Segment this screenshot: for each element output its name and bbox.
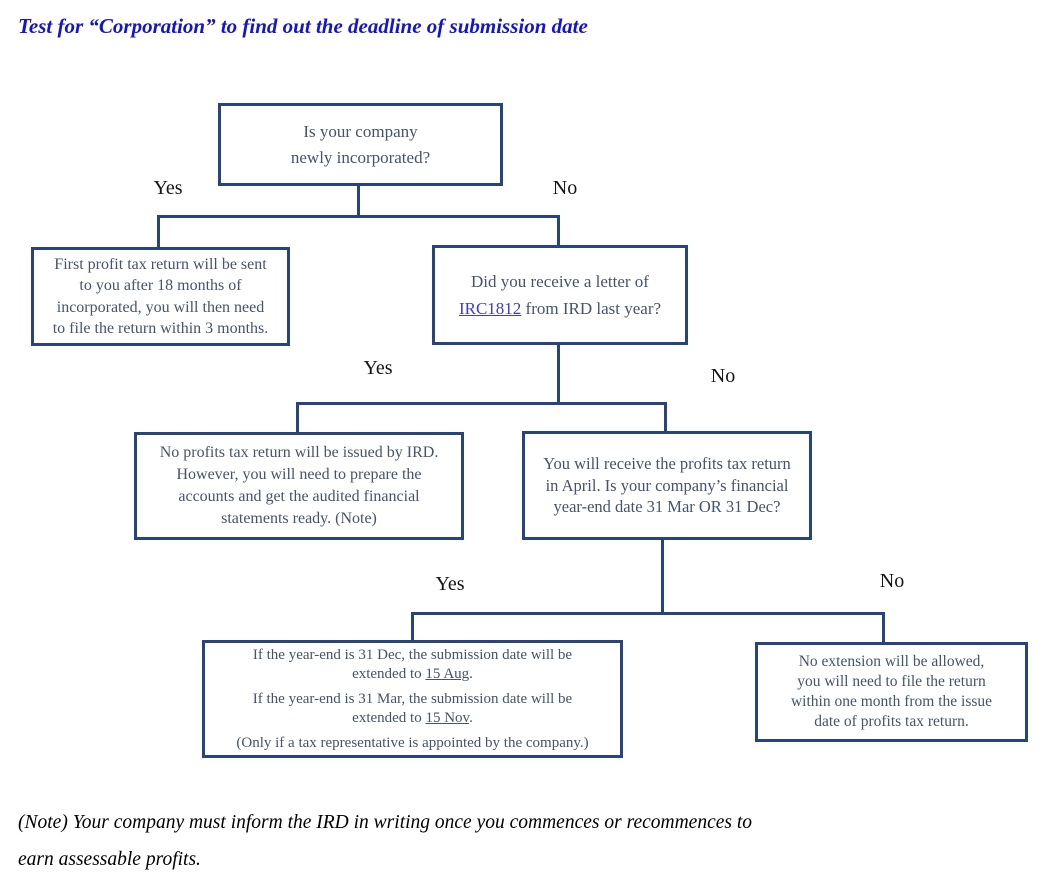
box-text-line: incorporated, you will then need (56, 298, 265, 316)
connector-drop-2-no (664, 402, 667, 433)
box-text-line-rest: from IRD last year? (521, 299, 662, 318)
box-text-line: to file the return within 3 months. (52, 320, 269, 337)
branch-label-no-1: No (552, 177, 578, 199)
box-text-line: However, you will need to prepare the (176, 466, 422, 483)
box-text-line: within one month from the issue (790, 693, 993, 710)
extension-paragraph-mar: If the year-end is 31 Mar, the submissio… (253, 690, 572, 728)
connector-drop-2-yes (296, 402, 299, 434)
result-box-extension-dates: If the year-end is 31 Dec, the submissio… (202, 640, 623, 758)
connector-drop-1-yes (157, 215, 160, 249)
box-text-segment: . (469, 709, 473, 726)
box-text-line: newly incorporated? (290, 147, 431, 167)
box-text-line: If the year-end is 31 Dec, the submissio… (252, 646, 573, 663)
extension-paragraph-dec: If the year-end is 31 Dec, the submissio… (253, 646, 572, 684)
page-title: Test for “Corporation” to find out the d… (18, 14, 588, 38)
decision-box-irc1812-letter: Did you receive a letter of IRC1812 from… (432, 245, 688, 345)
branch-label-yes-2: Yes (363, 357, 393, 379)
connector-drop-3-no (882, 612, 885, 644)
connector-drop-3-yes (411, 612, 414, 642)
connector-stub-3 (661, 540, 664, 615)
extension-paragraph-condition: (Only if a tax representative is appoint… (236, 734, 589, 751)
box-text-segment: . (469, 665, 473, 682)
box-text-segment: extended to (352, 665, 426, 682)
box-text-line: Is your company (303, 121, 418, 141)
connector-bar-2 (296, 402, 667, 405)
box-text-line: to you after 18 months of (79, 277, 242, 294)
branch-label-yes-3: Yes (435, 573, 465, 595)
result-box-no-extension: No extension will be allowed, you will n… (755, 642, 1028, 742)
box-text-line: accounts and get the audited financial (178, 488, 420, 505)
box-text-line: date of profits tax return. (814, 713, 969, 730)
decision-box-newly-incorporated: Is your company newly incorporated? (218, 103, 503, 186)
box-text-line: extended to 15 Aug. (253, 665, 572, 684)
connector-stub-2 (557, 344, 560, 405)
box-text-line: you will need to file the return (797, 673, 986, 690)
irc1812-link[interactable]: IRC1812 (458, 299, 522, 318)
branch-label-no-2: No (710, 365, 736, 387)
box-text-line: IRC1812 from IRD last year? (459, 295, 661, 322)
connector-top-stub (357, 185, 360, 217)
box-text-line: First profit tax return will be sent (54, 255, 267, 273)
box-text-line: You will receive the profits tax return (543, 454, 791, 474)
connector-bar-3 (411, 612, 885, 615)
footnote-line: earn assessable profits. (18, 849, 201, 870)
branch-label-no-3: No (879, 570, 905, 592)
box-text-line: extended to 15 Nov. (253, 709, 572, 728)
date-15-nov: 15 Nov (425, 709, 470, 726)
box-text-line: No extension will be allowed, (798, 653, 985, 670)
footnote-line: (Note) Your company must inform the IRD … (18, 812, 753, 833)
box-text-line: No profits tax return will be issued by … (159, 444, 439, 461)
date-15-aug: 15 Aug (425, 665, 470, 682)
footnote: (Note) Your company must inform the IRD … (18, 804, 752, 878)
branch-label-yes-1: Yes (153, 177, 183, 199)
result-box-first-return: First profit tax return will be sent to … (31, 247, 290, 346)
box-text-line: statements ready. (Note) (221, 510, 377, 527)
box-text-line: If the year-end is 31 Mar, the submissio… (252, 690, 573, 707)
connector-drop-1-no (557, 215, 560, 247)
box-text-line: year-end date 31 Mar OR 31 Dec? (553, 497, 781, 517)
box-text-line: Did you receive a letter of (471, 272, 649, 291)
connector-bar-1 (157, 215, 560, 218)
result-box-no-return-issued: No profits tax return will be issued by … (134, 432, 464, 540)
box-text-line: in April. Is your company’s financial (545, 475, 789, 495)
decision-box-yearend-date: You will receive the profits tax return … (522, 431, 812, 540)
box-text-segment: extended to (352, 709, 426, 726)
